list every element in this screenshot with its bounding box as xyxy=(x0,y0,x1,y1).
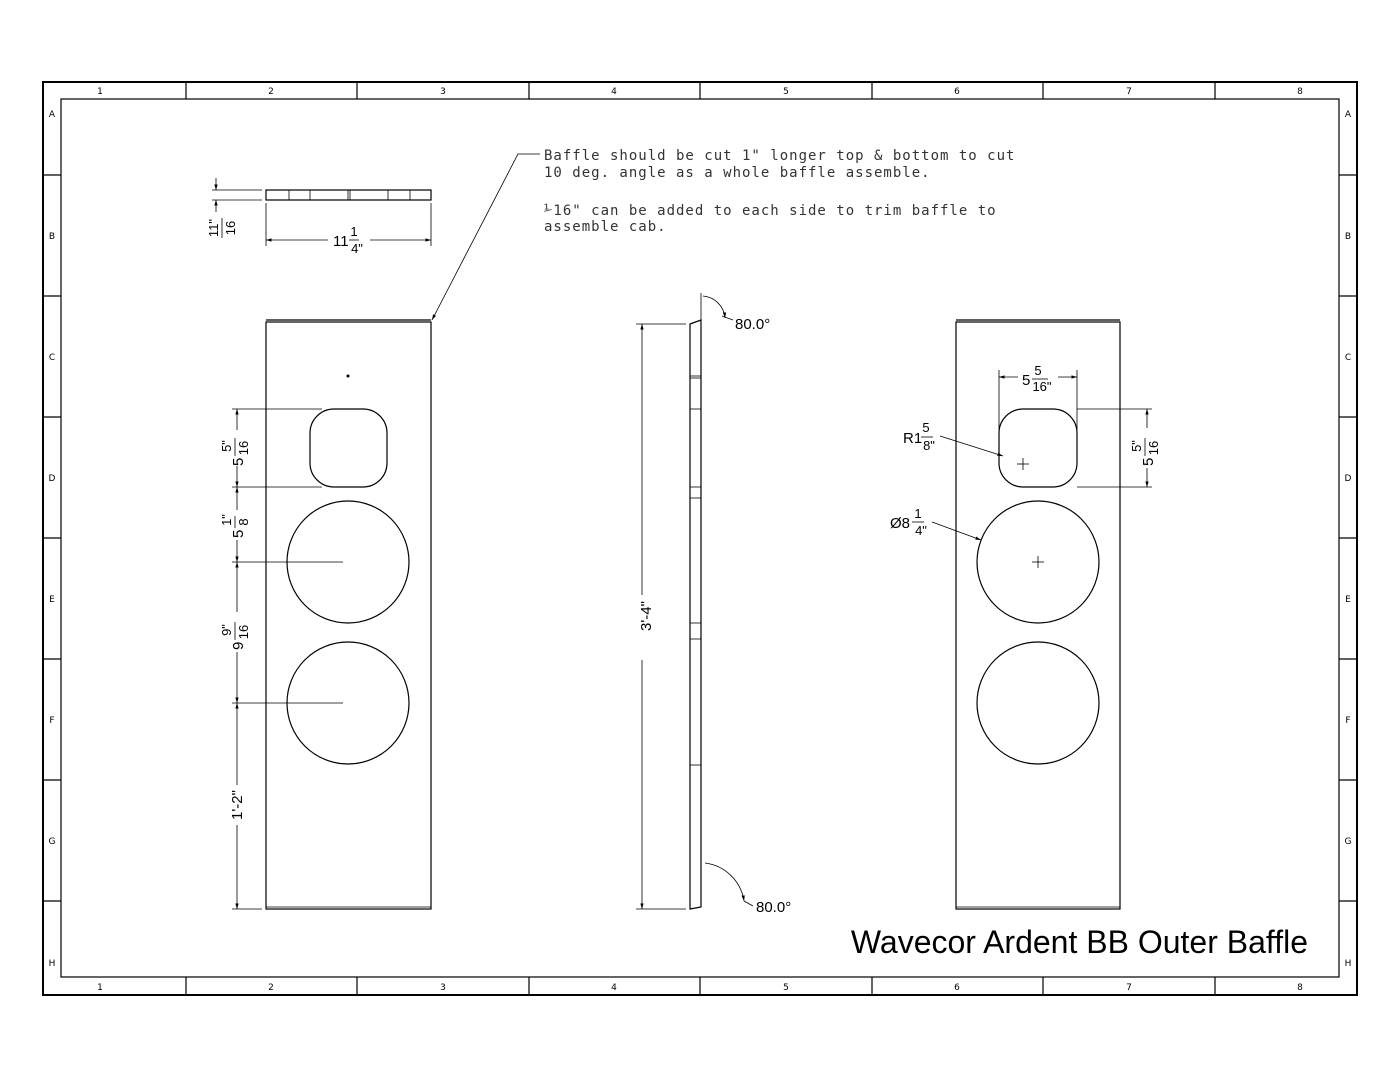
width-numerator: 1 xyxy=(350,224,357,239)
zone-row-f-right: F xyxy=(1345,716,1350,726)
zone-row-g: G xyxy=(49,837,56,847)
zone-labels-top: 1 2 3 4 5 6 7 8 xyxy=(97,87,1303,97)
zone-col-7: 7 xyxy=(1126,87,1132,97)
gap-whole: 5 xyxy=(230,530,247,538)
spacing-whole: 9 xyxy=(230,642,247,650)
top-view: 11" 16 11 1 4" xyxy=(206,178,432,256)
zone-col-6: 6 xyxy=(954,87,960,97)
zone-col-5: 5 xyxy=(783,87,789,97)
spacing-denominator: 16 xyxy=(236,625,251,639)
zone-row-d-right: D xyxy=(1345,474,1352,484)
zone-row-h-right: H xyxy=(1345,959,1352,969)
bottom-dimension-label: 1'-2" xyxy=(229,790,246,820)
zone-dividers xyxy=(43,82,1357,995)
diameter-prefix: Ø8 xyxy=(890,515,910,532)
zone-col-4-bottom: 4 xyxy=(611,983,617,993)
zone-row-c: C xyxy=(49,353,55,363)
width-whole: 11 xyxy=(333,233,349,250)
zone-row-c-right: C xyxy=(1345,353,1351,363)
front-view: 5 5" 16 5 1" 8 9 9" 16 1'-2" xyxy=(219,319,432,910)
zone-col-2: 2 xyxy=(268,87,274,97)
detail-height-whole: 5 xyxy=(1140,458,1157,466)
note-line-2: 10 deg. angle as a whole baffle assemble… xyxy=(544,165,931,181)
gap-denominator: 8 xyxy=(236,518,251,525)
zone-row-f: F xyxy=(49,716,54,726)
spacing-numerator: 9" xyxy=(219,624,234,636)
zone-row-e-right: E xyxy=(1345,595,1351,605)
zone-col-1: 1 xyxy=(97,87,103,97)
top-angle-label: 80.0° xyxy=(735,316,770,333)
detail-width-numerator: 5 xyxy=(1034,363,1041,378)
zone-row-h: H xyxy=(49,959,56,969)
gap-numerator: 1" xyxy=(219,514,234,526)
notes-block: Baffle should be cut 1" longer top & bot… xyxy=(431,148,1015,321)
zone-col-5-bottom: 5 xyxy=(783,983,789,993)
detail-view: 5 5 16" 5 5" 16 R1 5 8" Ø8 1 4" xyxy=(890,319,1161,910)
radius-prefix: R1 xyxy=(903,430,922,447)
width-denominator: 4" xyxy=(351,241,363,256)
detail-width-denominator: 16" xyxy=(1032,379,1051,394)
note-leader xyxy=(431,153,540,321)
note-line-1: Baffle should be cut 1" longer top & bot… xyxy=(544,148,1015,164)
zone-col-3-bottom: 3 xyxy=(440,983,446,993)
zone-row-a: A xyxy=(49,110,56,120)
diameter-numerator: 1 xyxy=(914,506,921,521)
zone-row-g-right: G xyxy=(1345,837,1352,847)
zone-col-7-bottom: 7 xyxy=(1126,983,1132,993)
spacing-label: 9 9" 16 xyxy=(219,622,251,650)
gap-label: 5 1" 8 xyxy=(219,514,251,538)
tweeter-cutout xyxy=(309,408,388,488)
thickness-denominator: 16 xyxy=(223,221,238,235)
zone-row-e: E xyxy=(49,595,55,605)
tweeter-height-denominator: 16 xyxy=(236,441,251,455)
detail-width-whole: 5 xyxy=(1022,372,1030,389)
radius-denominator: 8" xyxy=(923,438,935,453)
zone-labels-right: A B C D E F G H xyxy=(1345,110,1352,969)
zone-col-4: 4 xyxy=(611,87,617,97)
tweeter-height-label: 5 5" 16 xyxy=(219,438,251,466)
zone-row-a-right: A xyxy=(1345,110,1352,120)
diameter-denominator: 4" xyxy=(915,523,927,538)
zone-col-2-bottom: 2 xyxy=(268,983,274,993)
note-line-4: assemble cab. xyxy=(544,219,667,235)
thickness-label: 11" 16 xyxy=(206,218,238,238)
zone-col-8-bottom: 8 xyxy=(1297,983,1303,993)
zone-labels-bottom: 1 2 3 4 5 6 7 8 xyxy=(97,983,1303,993)
zone-col-8: 8 xyxy=(1297,87,1303,97)
zone-row-b: B xyxy=(49,232,55,242)
side-view: 3'-4" 80.0° 80.0° xyxy=(636,293,791,916)
pilot-hole xyxy=(346,374,350,378)
tweeter-height-numerator: 5" xyxy=(219,440,234,452)
zone-row-d: D xyxy=(49,474,56,484)
side-height-label: 3'-4" xyxy=(638,601,655,631)
detail-height-label: 5 5" 16 xyxy=(1129,438,1161,466)
tweeter-height-whole: 5 xyxy=(230,458,247,466)
woofer-cutout-detail-upper xyxy=(976,500,1100,624)
detail-height-numerator: 5" xyxy=(1129,440,1144,452)
sheet-title: Wavecor Ardent BB Outer Baffle xyxy=(851,924,1308,960)
zone-col-1-bottom: 1 xyxy=(97,983,103,993)
zone-labels-left: A B C D E F G H xyxy=(49,110,56,969)
radius-numerator: 5 xyxy=(922,420,929,435)
tweeter-cutout-detail xyxy=(998,408,1078,488)
thickness-numerator: 11" xyxy=(206,219,221,237)
woofer-cutout-detail-lower xyxy=(976,641,1100,765)
zone-col-3: 3 xyxy=(440,87,446,97)
bottom-angle-label: 80.0° xyxy=(756,899,791,916)
detail-height-denominator: 16 xyxy=(1146,441,1161,455)
zone-row-b-right: B xyxy=(1345,232,1351,242)
note-line-3: ⅟16" can be added to each side to trim b… xyxy=(544,202,997,219)
zone-col-6-bottom: 6 xyxy=(954,983,960,993)
